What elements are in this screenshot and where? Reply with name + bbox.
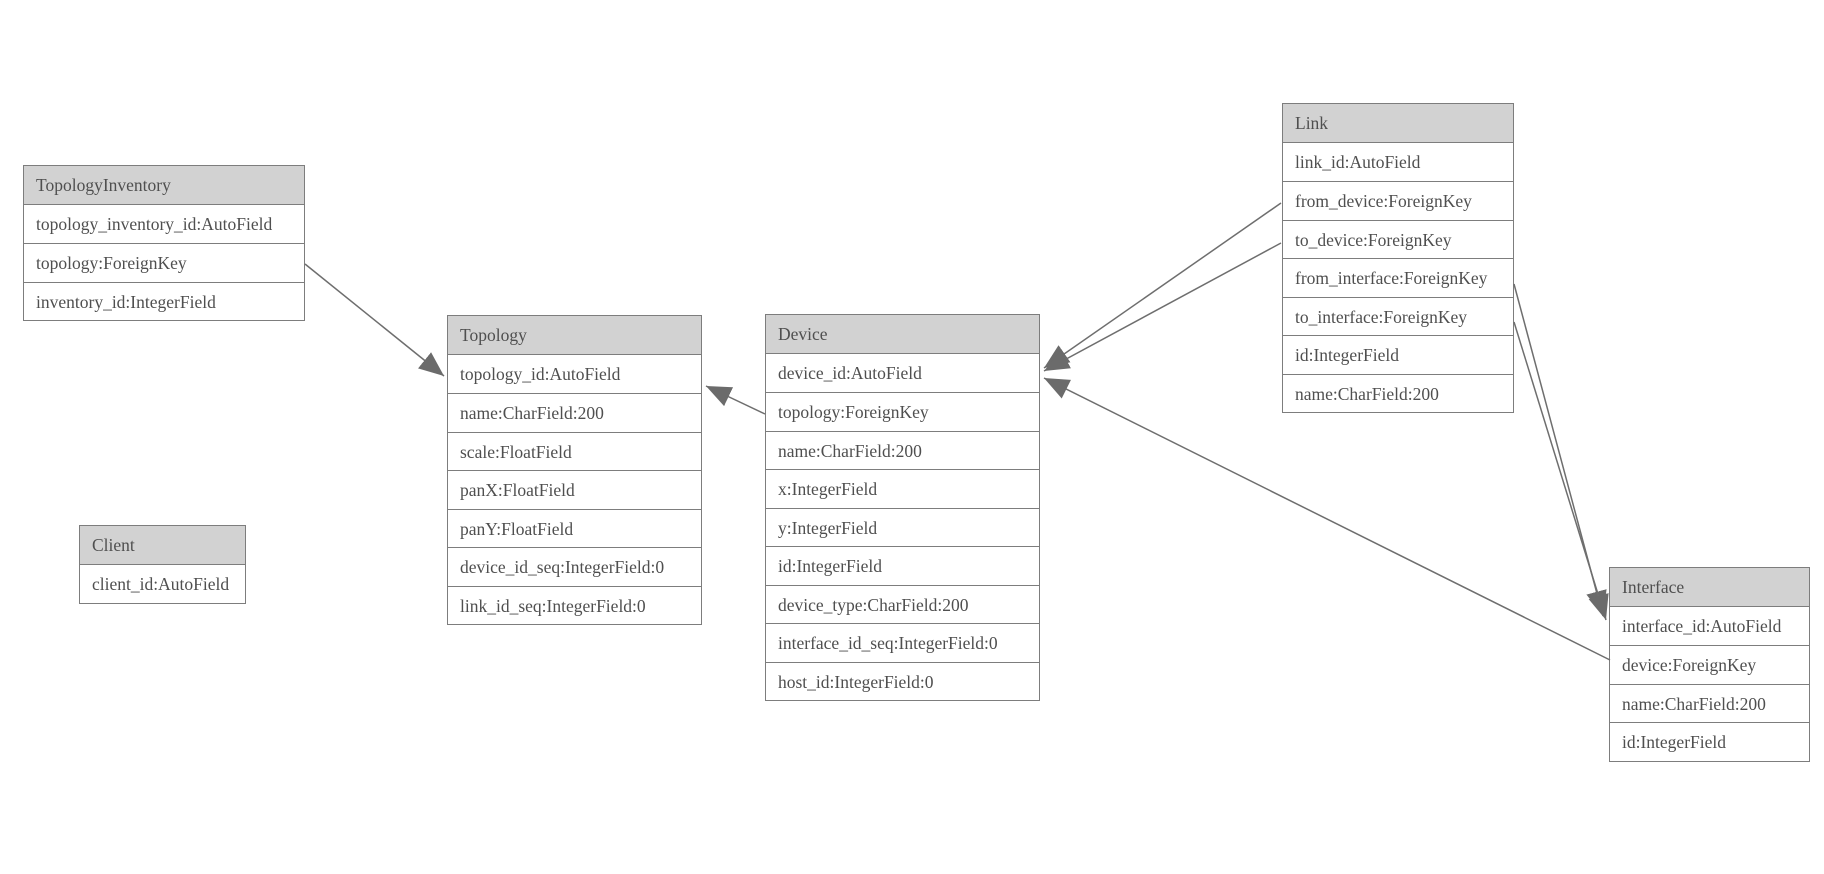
entity-table-interface: Interface interface_id:AutoField device:… <box>1609 567 1810 762</box>
field-row: client_id:AutoField <box>92 573 230 594</box>
field-row: name:CharField:200 <box>1283 373 1513 413</box>
field-row: y:IntegerField <box>766 507 1039 547</box>
entity-title: Client <box>80 526 245 565</box>
field-row: interface_id_seq:IntegerField:0 <box>766 623 1039 662</box>
field-row: id:IntegerField <box>766 546 1039 585</box>
field-row: name:CharField:200 <box>448 393 701 432</box>
entity-table-topology: Topology topology_id:AutoField name:Char… <box>447 315 702 625</box>
field-row: device_type:CharField:200 <box>766 584 1039 624</box>
field-row: from_interface:ForeignKey <box>1283 258 1513 297</box>
field-row: to_interface:ForeignKey <box>1283 296 1513 336</box>
edge-topologyinventory-to-topology <box>304 263 445 377</box>
edge-link-from-device-to-device <box>1043 202 1282 369</box>
entity-title: Device <box>766 315 1039 354</box>
edge-link-to-device-to-device <box>1043 242 1282 372</box>
field-row: host_id:IntegerField:0 <box>766 661 1039 701</box>
entity-title: Topology <box>448 316 701 355</box>
field-row: panX:FloatField <box>448 470 701 509</box>
field-row: id:IntegerField <box>1283 335 1513 374</box>
entity-title: Interface <box>1610 568 1809 607</box>
field-row: topology_inventory_id:AutoField <box>36 213 273 234</box>
field-row: link_id:AutoField <box>1295 151 1421 172</box>
field-row: from_device:ForeignKey <box>1283 181 1513 220</box>
entity-table-link: Link link_id:AutoField from_device:Forei… <box>1282 103 1514 413</box>
field-row: topology_id:AutoField <box>460 363 621 384</box>
field-row: panY:FloatField <box>448 508 701 548</box>
entity-title: Link <box>1283 104 1513 143</box>
field-row: scale:FloatField <box>448 431 701 471</box>
entity-table-client: Client client_id:AutoField <box>79 525 246 604</box>
field-row: topology:ForeignKey <box>766 392 1039 431</box>
edge-link-from-interface-to-interface <box>1513 283 1607 617</box>
field-row: name:CharField:200 <box>766 430 1039 470</box>
field-row: name:CharField:200 <box>1610 683 1809 723</box>
field-row: device_id:AutoField <box>778 362 922 383</box>
field-row: interface_id:AutoField <box>1622 615 1782 636</box>
entity-table-device: Device device_id:AutoField topology:Fore… <box>765 314 1040 701</box>
field-row: inventory_id:IntegerField <box>24 281 304 321</box>
edge-link-to-interface-to-interface <box>1513 321 1609 621</box>
edge-device-to-topology <box>705 385 766 415</box>
field-row: x:IntegerField <box>766 469 1039 508</box>
field-row: topology:ForeignKey <box>24 243 304 282</box>
edge-interface-to-device <box>1043 377 1611 661</box>
field-row: id:IntegerField <box>1610 722 1809 761</box>
field-row: device:ForeignKey <box>1610 645 1809 684</box>
entity-table-topology-inventory: TopologyInventory topology_inventory_id:… <box>23 165 305 321</box>
field-row: to_device:ForeignKey <box>1283 219 1513 259</box>
field-row: link_id_seq:IntegerField:0 <box>448 585 701 625</box>
field-row: device_id_seq:IntegerField:0 <box>448 547 701 586</box>
entity-title: TopologyInventory <box>24 166 304 205</box>
